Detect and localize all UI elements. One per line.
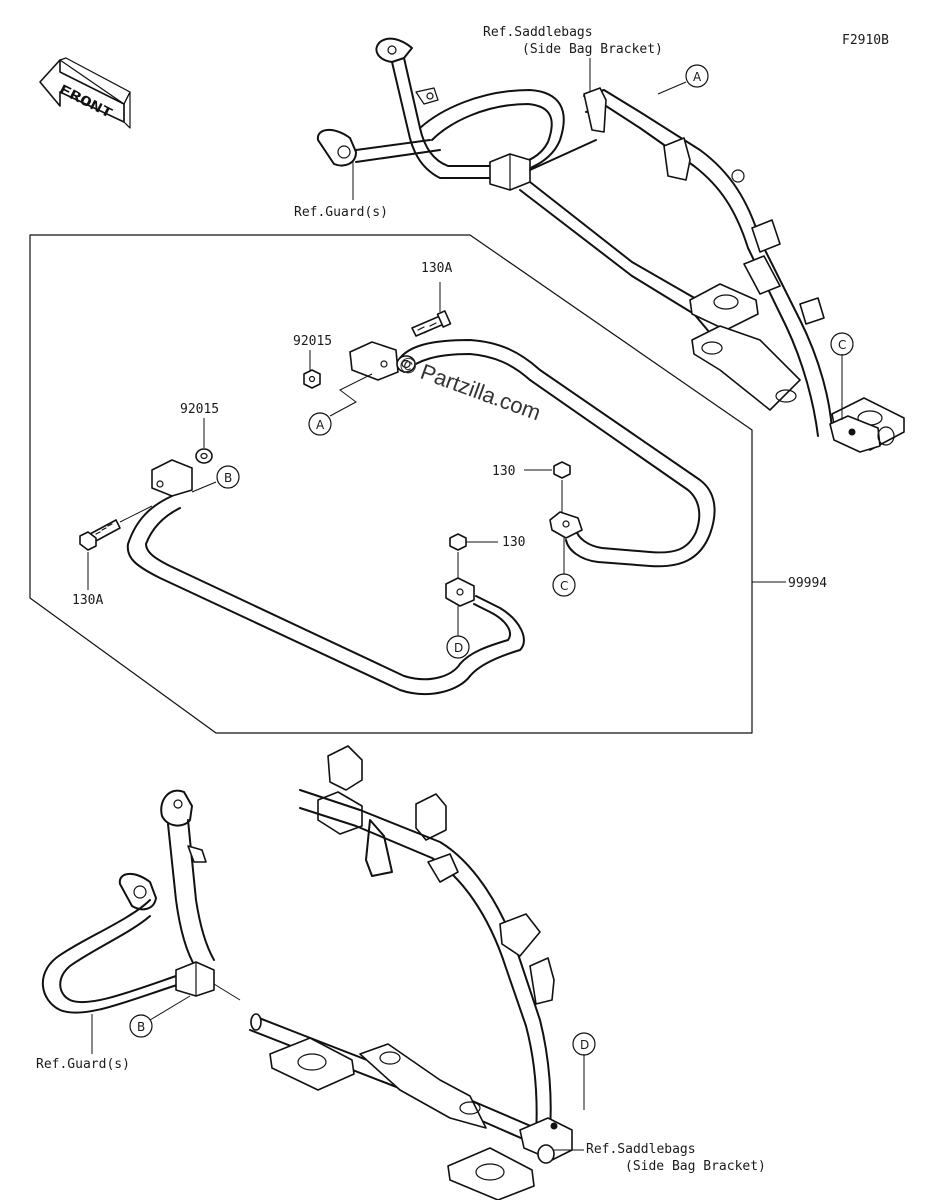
callout-b-kit-label: B — [224, 471, 232, 485]
kit-enclosure — [29, 234, 753, 734]
callout-c-kit: C — [552, 538, 576, 597]
part-130a-top-label: 130A — [421, 261, 452, 276]
callout-a-kit-label: A — [316, 418, 325, 432]
bolt-130a-left — [79, 505, 153, 590]
nut-92015-top — [303, 350, 321, 389]
callout-a-top-label: A — [693, 70, 702, 84]
callout-c-top-label: C — [838, 338, 846, 352]
callout-b-kit: B — [191, 465, 240, 493]
part-130-mid-label: 130 — [502, 535, 525, 550]
kit-bar — [126, 339, 716, 695]
nut-92015-left — [195, 418, 213, 464]
bolt-130-right — [524, 461, 571, 512]
callout-c-top: C — [830, 332, 854, 420]
bottom-reference-assembly — [41, 745, 573, 1200]
callout-a-kit: A — [308, 373, 373, 436]
figure-code: F2910B — [842, 33, 889, 48]
part-99994-label: 99994 — [788, 576, 827, 591]
bottom-guard-ref: Ref.Guard(s) — [36, 1057, 130, 1072]
bottom-saddlebags-ref-line2: (Side Bag Bracket) — [625, 1159, 766, 1174]
callout-c-kit-label: C — [560, 579, 568, 593]
watermark: © Partzilla.com — [396, 351, 544, 425]
bolt-130-mid — [449, 533, 498, 584]
part-92015-left-label: 92015 — [180, 402, 219, 417]
callout-b-bottom-label: B — [137, 1020, 145, 1034]
callout-b-bottom: B — [129, 995, 191, 1038]
top-guard-ref: Ref.Guard(s) — [294, 205, 388, 220]
front-arrow-icon: FRONT — [39, 57, 131, 129]
callout-d-bottom-label: D — [580, 1038, 589, 1052]
callout-d-kit: D — [446, 606, 470, 659]
callout-a-top: A — [657, 64, 709, 95]
bolt-130a-top — [411, 282, 452, 337]
top-saddlebags-ref-line1: Ref.Saddlebags — [483, 25, 593, 40]
top-saddlebags-ref-line2: (Side Bag Bracket) — [522, 42, 663, 57]
part-130-right-label: 130 — [492, 464, 515, 479]
bottom-saddlebags-ref-line1: Ref.Saddlebags — [586, 1142, 696, 1157]
part-92015-top-label: 92015 — [293, 334, 332, 349]
callout-d-kit-label: D — [454, 641, 463, 655]
part-130a-left-label: 130A — [72, 593, 103, 608]
callout-d-bottom: D — [572, 1032, 596, 1110]
top-reference-assembly — [316, 37, 905, 453]
